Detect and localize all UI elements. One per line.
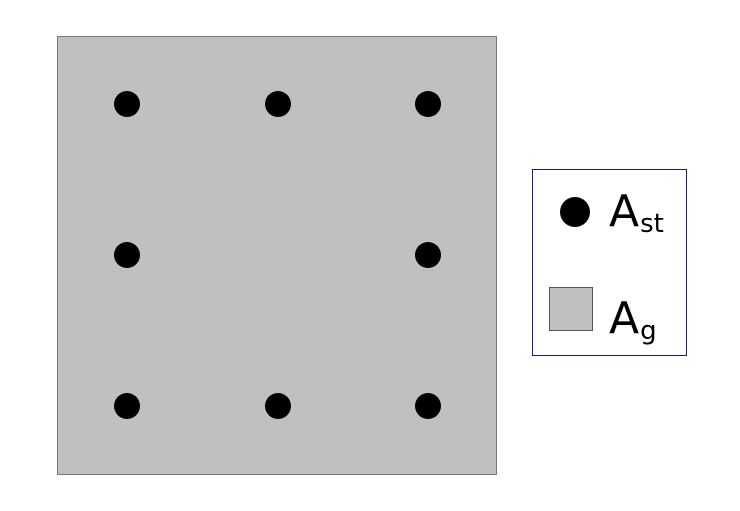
rebar-dot-icon xyxy=(265,393,291,419)
legend-steel-label: Ast xyxy=(609,190,664,238)
rebar-dot-icon xyxy=(114,242,140,268)
legend-box: Ast Ag xyxy=(532,169,687,356)
rebar-dot-icon xyxy=(265,91,291,117)
rebar-dot-icon xyxy=(415,242,441,268)
legend-gross-main: A xyxy=(609,293,640,344)
legend-steel-dot-icon xyxy=(560,197,590,227)
legend-gross-label: Ag xyxy=(609,297,657,345)
legend-gross-square-icon xyxy=(549,287,593,331)
legend-steel-subscript: st xyxy=(640,209,664,239)
rebar-dot-icon xyxy=(114,91,140,117)
rebar-dot-icon xyxy=(415,91,441,117)
legend-steel-main: A xyxy=(609,186,640,237)
rebar-dot-icon xyxy=(114,393,140,419)
legend-gross-subscript: g xyxy=(640,316,657,346)
rebar-dot-icon xyxy=(415,393,441,419)
